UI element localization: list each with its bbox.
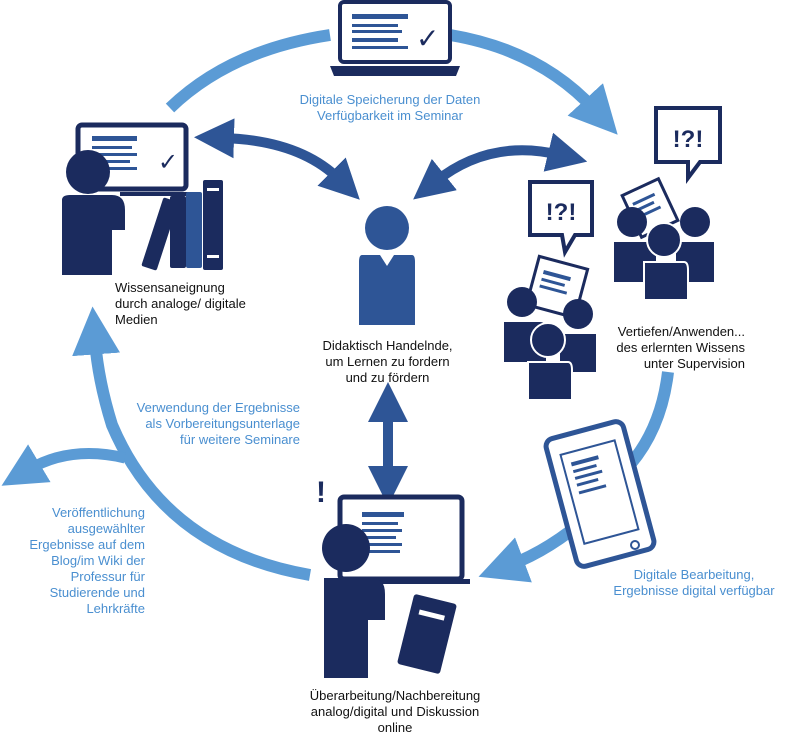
label-knowledge-acquisition: Wissensaneignung durch analoge/ digitale… (115, 280, 246, 327)
speech-bubble-top-right (654, 106, 722, 184)
double-arrow-right (413, 132, 588, 200)
person-icon-presenter (322, 524, 385, 678)
label-storage: Digitale Speicherung der Daten Verfügbar… (299, 92, 481, 123)
speech-bubble-top-right-text: !?! (673, 126, 704, 153)
speech-bubble-left-text: !?! (546, 199, 577, 226)
speech-bubble-left (528, 180, 594, 258)
person-icon-learner (62, 150, 125, 275)
cycle-arrow-top-left (165, 29, 331, 113)
group-icon-top (614, 207, 714, 301)
cycle-arrow-left-up (72, 306, 312, 581)
book-icon-presenter (397, 594, 457, 674)
double-arrow-left (194, 118, 360, 200)
label-reuse-results: Verwendung der Ergebnisse als Vorbereitu… (136, 400, 300, 447)
group-icon-bottom (504, 287, 596, 401)
person-icon-facilitator (359, 206, 415, 325)
top-laptop-icon (330, 0, 460, 76)
label-publication: Veröffentlichung ausgewählter Ergebnisse… (29, 505, 145, 616)
books-icon (141, 180, 223, 271)
top-laptop-check-icon: ✓ (416, 22, 439, 55)
tablet-icon (543, 419, 657, 569)
label-digital-editing: Digitale Bearbeitung, Ergebnisse digital… (613, 567, 775, 598)
cycle-arrow-publication (1, 444, 127, 486)
monitor-left-check-icon: ✓ (158, 148, 178, 176)
exclamation-icon: ! (316, 476, 326, 509)
label-revision: Überarbeitung/Nachbereitung analog/digit… (309, 688, 481, 735)
label-facilitator: Didaktisch Handelnde, um Lernen zu forde… (322, 338, 453, 385)
label-deepen-apply: Vertiefen/Anwenden... des erlernten Wiss… (616, 324, 745, 371)
cycle-arrow-top-right (449, 29, 618, 135)
